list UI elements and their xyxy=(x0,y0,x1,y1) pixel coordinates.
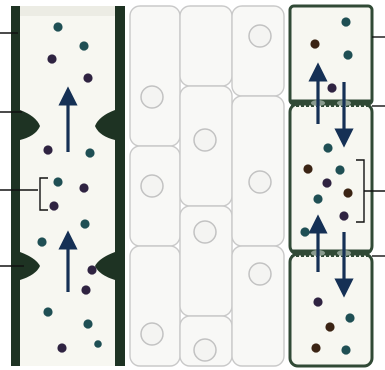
nucleus xyxy=(249,263,271,285)
particle xyxy=(83,319,92,328)
particle xyxy=(85,148,94,157)
particle xyxy=(345,313,354,322)
particle xyxy=(339,211,348,220)
nucleus xyxy=(194,129,216,151)
nucleus xyxy=(194,221,216,243)
cell xyxy=(130,246,180,366)
nucleus xyxy=(249,171,271,193)
particle xyxy=(57,343,66,352)
left-conducting-tube xyxy=(0,6,125,366)
particle xyxy=(310,39,319,48)
particle xyxy=(47,54,56,63)
particle xyxy=(343,188,352,197)
particle xyxy=(303,164,312,173)
particle xyxy=(49,201,58,210)
particle xyxy=(300,227,309,236)
tube-wall-right xyxy=(115,6,125,366)
particle xyxy=(80,219,89,228)
particle xyxy=(343,50,352,59)
particle xyxy=(83,73,92,82)
nucleus xyxy=(141,86,163,108)
particle xyxy=(313,297,322,306)
particle xyxy=(335,165,344,174)
particle xyxy=(79,41,88,50)
right-sieve-tube xyxy=(290,6,385,366)
particle xyxy=(325,322,334,331)
tube-lumen xyxy=(20,6,116,366)
central-parenchyma-tissue xyxy=(130,6,284,366)
particle xyxy=(327,83,336,92)
tube-wall-left xyxy=(11,6,20,366)
nucleus xyxy=(141,175,163,197)
particle xyxy=(311,343,320,352)
particle xyxy=(53,22,62,31)
particle xyxy=(87,265,96,274)
cell xyxy=(180,6,232,86)
particle xyxy=(37,237,46,246)
nucleus xyxy=(141,323,163,345)
particle xyxy=(313,194,322,203)
cell xyxy=(130,6,180,146)
particle xyxy=(94,340,102,348)
particle xyxy=(322,178,331,187)
nucleus xyxy=(249,25,271,47)
particle xyxy=(341,17,350,26)
cell xyxy=(232,6,284,96)
particle xyxy=(323,143,332,152)
particle xyxy=(341,345,350,354)
tube-top-rim xyxy=(20,6,115,16)
sieve-element xyxy=(290,254,372,366)
particle xyxy=(79,183,88,192)
particle xyxy=(53,177,62,186)
particle xyxy=(43,307,52,316)
nucleus xyxy=(194,339,216,361)
particle xyxy=(43,145,52,154)
particle xyxy=(81,285,90,294)
